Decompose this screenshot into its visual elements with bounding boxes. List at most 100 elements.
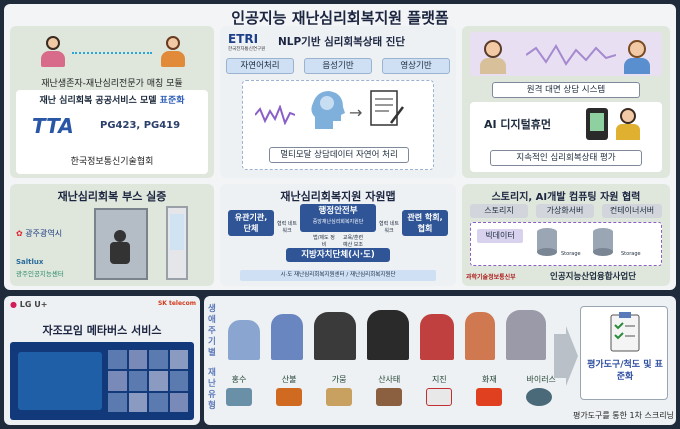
client-icon (484, 40, 502, 58)
map-right[interactable]: 관련 학회, 협회 (402, 210, 448, 236)
document-icon (370, 90, 404, 126)
bigdata-box: 빅데이터 Storage Storage (470, 222, 662, 266)
sad-man-icon (314, 312, 356, 360)
result-label: 평가도구/척도 및 표준화 (587, 360, 663, 382)
nlp-panel: ETRI 한국전자통신연구원 NLP기반 심리회복상태 진단 자연어처리 음성기… (220, 26, 456, 178)
counselor-icon (160, 36, 186, 70)
storage-title: 스토리지, AI개발 컴퓨팅 자원 협력 (491, 192, 641, 203)
model-title: 재난 심리회복 공공서비스 모델 표준화 (39, 96, 185, 106)
landslide-icon (376, 388, 403, 406)
lgu-symbol: ● (10, 300, 17, 309)
fire-item: 화재 (476, 374, 503, 406)
ministry-label: 과학기술정보통신부 (466, 274, 516, 281)
clipboard-icon (610, 312, 640, 352)
map-mid-left: 법/제도 정비 (313, 235, 335, 248)
screening-label: 평가도구를 통한 1차 스크리닝 (572, 411, 674, 420)
chip-virtual-server[interactable]: 가상화서버 (536, 204, 594, 218)
booth-panel: 재난심리회복 부스 실증 ✿ 광주광역시 Saltlux 광주인공지능센터 (10, 184, 214, 286)
earthquake-item: 지진 (426, 374, 453, 406)
gwangju-logo: ✿ 광주광역시 (16, 229, 63, 238)
chip-storage[interactable]: 스토리지 (470, 204, 528, 218)
resource-map-panel: 재난심리회복지원 자원맵 행정안전부 중앙재난심리회복지원단 유관기관, 단체 … (220, 184, 456, 286)
remote-label: 원격 대면 상담 시스템 (492, 82, 640, 98)
map-bottom[interactable]: 지방자치단체(시·도) (286, 248, 390, 262)
metaverse-title: 자조모임 메타버스 서비스 (42, 324, 162, 337)
sk-logo: SK telecom (157, 300, 196, 307)
agency-label: 인공지능산업융합사업단 (550, 272, 637, 282)
disaster-row: 홍수 산불 가뭄 산사태 지진 화재 바이러스 (226, 374, 556, 406)
etri-sub: 한국전자통신연구원 (228, 47, 266, 52)
virus-icon (526, 388, 553, 406)
nlp-title: NLP기반 심리회복상태 진단 (278, 36, 406, 48)
chip-container-server[interactable]: 컨테이너서버 (602, 204, 662, 218)
virus-item: 바이러스 (526, 374, 556, 406)
server-icon (593, 228, 613, 256)
tta-box: 재난 심리회복 공공서비스 모델 표준화 TTA PG423, PG419 한국… (16, 90, 208, 174)
woman-icon (420, 314, 454, 360)
elder-icon (506, 310, 546, 360)
row-disaster-label: 재난유형 (208, 368, 216, 411)
flood-icon (226, 388, 252, 406)
drought-item: 가뭄 (326, 374, 353, 406)
headset-counselor-icon (628, 40, 646, 58)
standardize-label: 표준화 (159, 96, 185, 106)
arrow-right-icon: → (349, 103, 363, 122)
drought-icon (326, 388, 353, 406)
lifecycle-people (228, 304, 546, 360)
map-left[interactable]: 유관기관, 단체 (228, 210, 274, 236)
earthquake-icon (426, 388, 453, 406)
human-title: AI 디지털휴먼 (484, 118, 552, 131)
waveform-icon (255, 105, 295, 125)
kiosk-image (166, 206, 188, 280)
row-lifecycle-label: 생애주기별 (208, 304, 216, 358)
result-box: 평가도구/척도 및 표준화 (580, 306, 668, 400)
storage-label-1: Storage (561, 251, 581, 257)
dotted-arrow (72, 52, 152, 54)
database-icon (537, 228, 557, 256)
remote-image (470, 32, 662, 76)
tta-org: 한국정보통신기술협회 (70, 157, 154, 167)
metaverse-panel: ● LG U+ SK telecom 자조모임 메타버스 서비스 (4, 296, 200, 425)
map-mid-right: 교육/훈련 예산 보조 (342, 235, 364, 248)
multimodal-label: 멀티모달 상담데이터 자연어 처리 (269, 147, 409, 163)
person-icon (40, 36, 66, 70)
map-title: 재난심리회복지원 자원맵 (280, 190, 396, 203)
saltlux-logo: Saltlux (16, 258, 44, 266)
gwangju-symbol: ✿ (16, 229, 23, 238)
tablet-icon (586, 108, 608, 140)
child-icon (228, 320, 260, 360)
tab-voice[interactable]: 음성기반 (304, 58, 372, 74)
booth-image (94, 208, 148, 280)
map-left-net: 협력 네트워크 (277, 221, 297, 234)
etri-logo: ETRI (228, 32, 259, 46)
wildfire-item: 산불 (276, 374, 303, 406)
storage-label-2: Storage (621, 251, 641, 257)
big-arrow-icon (554, 326, 578, 386)
tab-nlp[interactable]: 자연어처리 (226, 58, 294, 74)
map-footer: 시·도 재난심리회복지원센터 / 재난심리회복지원단 (240, 270, 436, 281)
map-right-net: 협력 네트워크 (379, 221, 399, 234)
storage-panel: 스토리지, AI개발 컴퓨팅 자원 협력 스토리지 가상화서버 컨테이너서버 빅… (462, 184, 670, 286)
young-woman-icon (465, 312, 495, 360)
tta-logo: TTA (32, 114, 74, 138)
wave-icon (526, 44, 616, 66)
matching-panel: 재난생존자-재난심리전문가 매칭 모듈 재난 심리회복 공공서비스 모델 표준화… (10, 26, 214, 178)
booth-title: 재난심리회복 부스 실증 (57, 190, 167, 203)
human-box: AI 디지털휴먼 지속적인 심리회복상태 평가 (470, 102, 662, 172)
brain-head-icon (311, 91, 345, 129)
landslide-item: 산사태 (376, 374, 403, 406)
user-icon (620, 108, 636, 124)
tab-video[interactable]: 영상기반 (382, 58, 450, 74)
lifecycle-panel: 생애주기별 재난유형 홍수 산불 가뭄 산사태 지진 화재 바이러스 평가도구/… (204, 296, 676, 425)
metaverse-image (10, 342, 194, 420)
tta-codes: PG423, PG419 (100, 120, 181, 131)
lgu-logo: ● LG U+ (10, 300, 48, 309)
fire-icon (476, 388, 503, 406)
remote-panel: 원격 대면 상담 시스템 AI 디지털휴먼 지속적인 심리회복상태 평가 (462, 26, 670, 178)
girl-icon (271, 314, 303, 360)
ai-center-logo: 광주인공지능센터 (16, 270, 64, 278)
multimodal-box: → 멀티모달 상담데이터 자연어 처리 (242, 80, 434, 170)
map-center[interactable]: 행정안전부 중앙재난심리회복지원단 (300, 204, 376, 232)
matching-label: 재난생존자-재난심리전문가 매칭 모듈 (41, 79, 183, 89)
bigdata-label: 빅데이터 (477, 229, 523, 243)
